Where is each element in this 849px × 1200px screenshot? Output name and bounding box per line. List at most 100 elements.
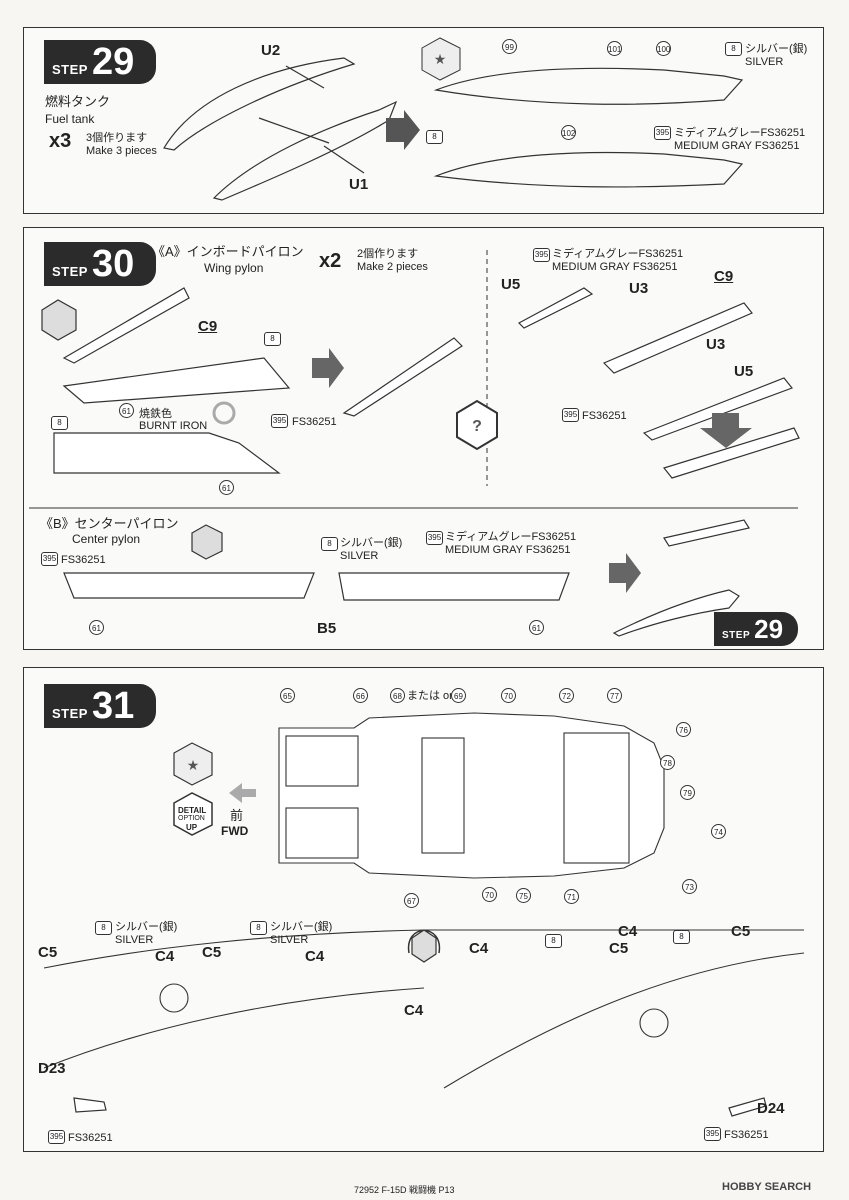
part-u2: U2 <box>261 42 281 59</box>
qty-en: Make 3 pieces <box>86 145 157 157</box>
decal-101: 101 <box>607 41 622 56</box>
watermark: HOBBY SEARCH <box>722 1181 812 1193</box>
paint-8-b: 8 <box>51 416 68 430</box>
decal-73: 73 <box>682 879 697 894</box>
svg-text:?: ? <box>472 418 482 435</box>
part-u3-bottom: U3 <box>706 336 726 353</box>
part-c5-a: C5 <box>38 944 58 961</box>
wing-pylon-drawing: ? <box>29 250 800 637</box>
decal-61-b: 61 <box>219 480 234 495</box>
gray-en-b: MEDIUM GRAY FS36251 <box>445 544 571 556</box>
decal-78: 78 <box>660 755 675 770</box>
detail-line1: DETAIL <box>178 806 207 815</box>
part-c9-right: C9 <box>714 268 734 285</box>
part-d24: D24 <box>757 1100 785 1117</box>
part-c4-a: C4 <box>155 948 175 965</box>
step30-badge: STEP 30 <box>44 242 156 286</box>
fuel-tank-jp: 燃料タンク <box>45 94 111 109</box>
step-word: STEP <box>52 706 88 721</box>
decal-99: 99 <box>502 39 517 54</box>
qty-x2: x2 <box>319 250 342 272</box>
fs36251-a: FS36251 <box>292 416 337 428</box>
part-c5-c: C5 <box>609 940 629 957</box>
decal-70-a: 70 <box>501 688 516 703</box>
paint-8-c: 8 <box>321 537 338 551</box>
burnt-iron-en: BURNT IRON <box>139 420 208 432</box>
fuel-tank-assembly-drawing: ★ <box>163 37 744 201</box>
decal-61-c: 61 <box>89 620 104 635</box>
decal-72: 72 <box>559 688 574 703</box>
fs36251-c: FS36251 <box>61 554 106 566</box>
paint-silver-jp: シルバー(銀) <box>745 43 808 55</box>
fs36251-b: FS36251 <box>582 410 627 422</box>
decal-77: 77 <box>607 688 622 703</box>
decal-66: 66 <box>353 688 368 703</box>
decal-65: 65 <box>280 688 295 703</box>
detail-line2: OPTION <box>178 815 205 822</box>
silver-code-b: 8 <box>250 921 267 935</box>
decal-100: 100 <box>656 41 671 56</box>
step-number: 31 <box>91 685 135 727</box>
left-paint-code: 8 <box>426 130 443 144</box>
svg-text:★: ★ <box>187 757 200 773</box>
decal-102: 102 <box>561 125 576 140</box>
paint-silver-en: SILVER <box>745 56 784 68</box>
qty2-en: Make 2 pieces <box>357 261 428 273</box>
paint-silver-code: 8 <box>725 42 742 56</box>
decal-61-d: 61 <box>529 620 544 635</box>
decal-68: 68 <box>390 688 405 703</box>
step31-badge: STEP 31 <box>44 684 156 728</box>
silver-code-d: 8 <box>673 930 690 944</box>
paint-8-a: 8 <box>264 332 281 346</box>
or-text: または or <box>407 690 453 702</box>
part-c5-b: C5 <box>202 944 222 961</box>
decal-74: 74 <box>711 824 726 839</box>
part-c4-b: C4 <box>305 948 325 965</box>
silver-jp-a: シルバー(銀) <box>115 921 178 933</box>
paint-gray-jp: ミディアムグレーFS36251 <box>674 127 806 139</box>
cockpit-assembly-drawing: ★ <box>43 712 805 1117</box>
center-pylon-jp: 《B》センターパイロン <box>40 516 179 531</box>
right-gray-jp: ミディアムグレーFS36251 <box>552 248 684 260</box>
right-gray-en: MEDIUM GRAY FS36251 <box>552 261 678 273</box>
silver-en-b: SILVER <box>340 550 379 562</box>
decal-71: 71 <box>564 889 579 904</box>
fuel-tank-en: Fuel tank <box>45 112 95 126</box>
qty-jp: 3個作ります <box>86 132 148 144</box>
decal-79: 79 <box>680 785 695 800</box>
paint-gray-code: 395 <box>654 126 671 140</box>
fwd-jp: 前 <box>230 808 244 823</box>
qty-x3: x3 <box>49 130 72 152</box>
qty2-jp: 2個作ります <box>357 248 419 260</box>
part-c4-e: C4 <box>618 923 638 940</box>
decal-61-a: 61 <box>119 403 134 418</box>
decal-70-b: 70 <box>482 887 497 902</box>
step-number: 29 <box>91 41 135 83</box>
svg-text:★: ★ <box>434 51 447 67</box>
part-b5: B5 <box>317 620 337 637</box>
wing-pylon-jp: 《A》インボードパイロン <box>152 244 304 259</box>
paint-395-a: 395 <box>271 414 288 428</box>
part-c9-left: C9 <box>198 318 218 335</box>
step-word: STEP <box>52 264 88 279</box>
step29-reference-badge: STEP 29 <box>714 612 798 646</box>
part-u3-top: U3 <box>629 280 649 297</box>
step-word: STEP <box>52 62 88 77</box>
part-d23: D23 <box>38 1060 66 1077</box>
wing-pylon-en: Wing pylon <box>204 261 264 275</box>
step-word: STEP <box>722 630 751 641</box>
part-u1: U1 <box>349 176 369 193</box>
decal-67: 67 <box>404 893 419 908</box>
step31-panel: STEP 31 ★ DETAIL OPTION UP 前 <box>23 667 824 1152</box>
step30-panel: STEP 30 《A》インボードパイロン Wing pylon x2 2個作りま… <box>23 227 824 650</box>
burnt-iron-jp: 焼鉄色 <box>139 408 172 420</box>
step29-badge: STEP 29 <box>44 40 156 84</box>
paint-395-b: 395 <box>562 408 579 422</box>
part-c4-c: C4 <box>404 1002 424 1019</box>
fs-code-b: 395 <box>704 1127 721 1141</box>
step-number: 30 <box>91 243 135 285</box>
silver-en-a: SILVER <box>115 934 154 946</box>
silver-en-b: SILVER <box>270 934 309 946</box>
decal-69: 69 <box>451 688 466 703</box>
fs-label-b: FS36251 <box>724 1129 769 1141</box>
